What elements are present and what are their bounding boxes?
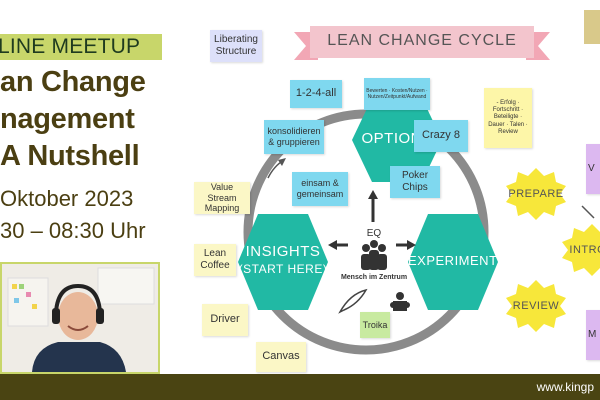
speaker-image <box>2 264 158 372</box>
lean-change-cycle-board: LEAN CHANGE CYCLE OPTIONS INSIGHTS (STAR… <box>188 0 600 374</box>
event-info-panel: LINE MEETUP an Change nagement A Nutshel… <box>0 0 188 374</box>
sticky-einsam-gemeinsam: einsam & gemeinsam <box>292 172 348 206</box>
sticky-bewerten: Bewerten · Kosten/Nutzen · Nutzen/Zeitpu… <box>364 78 430 110</box>
star-review-label: REVIEW <box>512 300 560 312</box>
sticky-poker-chips: Poker Chips <box>390 166 440 198</box>
star-introduce-label: INTROD <box>569 244 600 256</box>
sticky-lean-coffee: Lean Coffee <box>194 244 236 276</box>
event-title-line-2: nagement <box>0 103 135 135</box>
center-caption: Mensch im Zentrum <box>340 274 408 281</box>
event-title-line-1: an Change <box>0 66 146 98</box>
people-icon <box>361 240 387 270</box>
sticky-1-2-4-all: 1-2-4-all <box>290 80 342 108</box>
hex-experiments-label: EXPERIMENTS <box>408 253 507 268</box>
cycle-diagram <box>238 26 600 355</box>
event-type-badge: LINE MEETUP <box>0 34 162 60</box>
sticky-value-stream-mapping: Value Stream Mapping <box>194 182 250 214</box>
footer-bar: www.kingp <box>0 374 600 400</box>
sticky-liberating-structure: Liberating Structure <box>210 30 262 62</box>
sticky-partial-m: M <box>586 310 600 360</box>
trophy-icon <box>390 292 410 311</box>
sticky-konsolidieren: konsolidieren & gruppieren <box>264 120 324 154</box>
sticky-troika: Troika <box>360 312 390 338</box>
insights-subtitle: (START HERE) <box>238 261 328 276</box>
event-title-line-3: A Nutshell <box>0 140 140 172</box>
sticky-erfolg: - Erfolg · Fortschritt · Beteiligte · Da… <box>484 88 532 148</box>
logo-fragment <box>584 10 600 44</box>
eq-label: EQ <box>366 228 382 239</box>
sticky-crazy-8: Crazy 8 <box>414 120 468 152</box>
sticky-driver: Driver <box>202 304 248 336</box>
banner-title: LEAN CHANGE CYCLE <box>327 32 517 49</box>
event-date: Oktober 2023 <box>0 186 134 211</box>
sticky-partial-v: V <box>586 144 600 194</box>
feather-icon <box>338 288 368 314</box>
hex-insights-label: INSIGHTS (START HERE) <box>238 243 328 277</box>
insights-title: INSIGHTS <box>245 243 321 260</box>
star-prepare-label: PREPARE <box>508 188 564 200</box>
event-time: 30 – 08:30 Uhr <box>0 218 146 243</box>
speaker-video <box>0 262 160 374</box>
footer-url[interactable]: www.kingp <box>536 380 594 394</box>
sticky-canvas: Canvas <box>256 342 306 372</box>
